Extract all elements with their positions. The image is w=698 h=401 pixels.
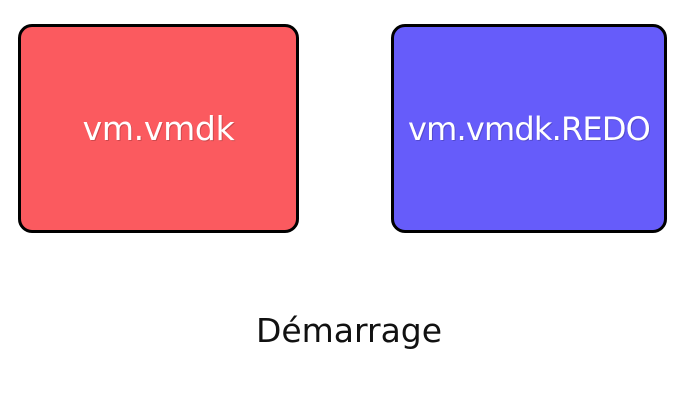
diagram-caption: Démarrage (255, 311, 443, 350)
redo-disk-label: vm.vmdk.REDO (407, 109, 651, 148)
base-disk-label: vm.vmdk (82, 109, 235, 148)
redo-disk-box[interactable]: vm.vmdk.REDO (391, 24, 667, 233)
base-disk-box[interactable]: vm.vmdk (18, 24, 299, 233)
